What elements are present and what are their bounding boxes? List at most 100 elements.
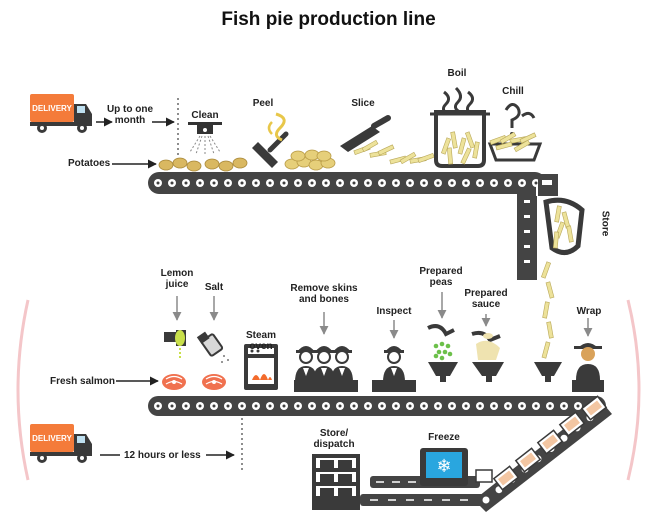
sauce-hopper-icon [471,330,504,382]
potato-chip [457,137,467,155]
potato [232,157,248,169]
wrap-worker-icon [572,343,604,392]
inspect-worker-icon [383,346,405,382]
salmon-steak-2 [202,374,226,390]
pea [439,341,445,347]
potatoes-on-belt [158,157,248,172]
worker-group-icon [295,346,353,382]
salt-label: Salt [204,282,224,293]
potato-chip [552,231,560,249]
remove-table [294,380,358,392]
frozen-pie-pack [580,395,608,421]
boil-pot-icon [430,86,490,168]
frozen-pie-pack [492,465,520,491]
potato-chip [446,147,454,165]
salmon-label: Fresh salmon [50,376,116,387]
top-conveyor [148,172,546,194]
remove-label: Remove skins and bones [290,283,358,305]
pea [447,351,453,357]
potato-chip [472,141,480,159]
inspect-label: Inspect [376,306,412,317]
chill-tray-icon [487,103,543,162]
clean-label: Clean [191,110,219,121]
pea [433,353,439,359]
right-decorative-arc [626,299,641,481]
lemon-squeezer-icon [164,296,186,358]
potato-chip [541,341,551,359]
top-truck-label: DELIVERY [32,104,72,113]
potato-chip [377,144,395,156]
peeled-potato [316,150,332,162]
potato-chip [440,137,452,155]
svg-text:❄: ❄ [436,456,451,477]
potato [218,160,234,172]
peel-peeler-icon [252,112,289,168]
salmon-steak-1 [162,374,186,390]
steam-oven-icon [244,344,278,390]
peas-hopper-icon [427,324,458,382]
middle-conveyor [148,396,606,416]
slice-label: Slice [351,98,375,109]
freeze-label: Freeze [428,432,460,443]
wrap-label: Wrap [576,306,602,317]
store-label: Store [599,210,611,237]
inspect-table [372,380,416,392]
potatoes-label: Potatoes [68,158,111,169]
frozen-pie-pack [558,411,586,437]
steam-oven-label: Steam oven [245,330,276,352]
frozen-pie-pack [475,469,493,483]
diagonal-conveyor [474,395,612,512]
conveyor-roller [560,434,568,442]
potato-chip [495,141,513,151]
potato-chip [546,321,554,339]
potato-chip [450,131,458,149]
pea [442,349,448,355]
slice-knife-icon [340,115,391,152]
peeled-potatoes [284,149,336,171]
salt-shaker-icon [196,296,229,363]
lemon-label: Lemon juice [160,268,194,290]
potato-chip [545,281,555,299]
conveyor-roller [482,496,490,504]
freezer-icon: ❄ [420,448,468,486]
chips-hopper-icon [534,362,562,382]
potato-chip [399,151,417,165]
boil-label: Boil [447,68,467,79]
vertical-chute [517,174,558,280]
potato-chip [519,132,537,144]
store-bag-icon [543,197,585,255]
frozen-pie-pack [536,429,564,455]
potato-chip [460,147,472,165]
store-dispatch-shelves-icon [312,454,360,510]
top-delivery-truck-icon: DELIVERY [30,94,92,133]
peas-label: Prepared peas [419,266,463,288]
potato [172,157,188,169]
potato-chip [554,205,562,223]
pea [433,343,439,349]
lead-time-label: Up to one month [106,104,154,126]
chill-label: Chill [502,86,524,97]
potato-chip [540,261,552,279]
sliced-potatoes [353,139,435,165]
store-dispatch-label: Store/ dispatch [313,428,355,450]
potato-chip [417,152,435,164]
page-title: Fish pie production line [221,9,436,30]
pea [445,343,451,349]
bottom-lead-time-label: 12 hours or less [124,450,201,461]
left-decorative-arc [16,299,30,481]
potato [158,159,174,171]
potato-chip [499,131,517,145]
bottom-truck-label: DELIVERY [32,434,72,443]
potato-chip [513,139,531,153]
sauce-label: Prepared sauce [464,288,508,310]
pea [439,355,445,361]
potato-chip [542,301,550,319]
potato [186,160,202,172]
potato-chip [464,131,476,149]
bottom-delivery-truck-icon: DELIVERY [30,424,92,463]
peeled-potato [290,150,306,162]
falling-chips [540,261,555,359]
potato-chip [566,225,574,243]
pea [436,349,442,355]
